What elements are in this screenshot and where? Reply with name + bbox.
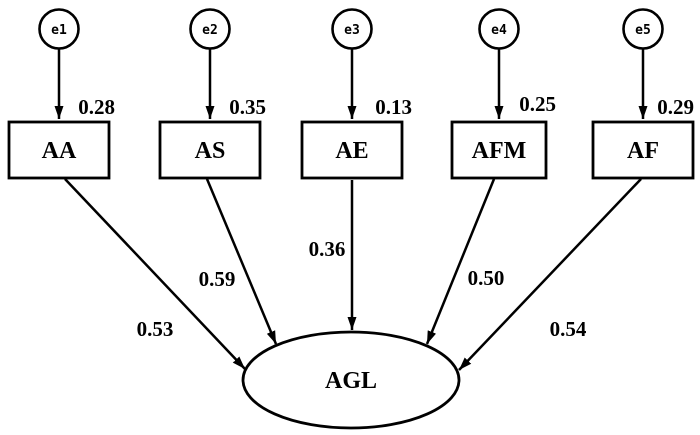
indicator-box-as — [158, 120, 262, 180]
indicator-label-af: AF — [627, 138, 659, 164]
arrow-aa-to-agl — [64, 178, 246, 370]
indicator-box-af — [591, 120, 695, 180]
error-value-afm: 0.25 — [519, 92, 556, 116]
path-value-as: 0.59 — [199, 267, 236, 291]
path-value-ae: 0.36 — [309, 237, 346, 261]
indicator-label-ae: AE — [335, 138, 368, 164]
arrow-afm-to-agl — [425, 178, 496, 345]
error-label-e5: e5 — [635, 23, 651, 38]
indicator-label-afm: AFM — [472, 138, 527, 164]
indicator-box-aa — [7, 120, 111, 180]
arrow-af-to-agl — [458, 178, 642, 371]
indicator-label-aa: AA — [42, 138, 77, 164]
error-value-af: 0.29 — [657, 95, 694, 119]
error-value-as: 0.35 — [229, 95, 266, 119]
error-label-e3: e3 — [344, 23, 360, 38]
latent-label-agl: AGL — [325, 368, 377, 394]
indicator-label-as: AS — [195, 138, 226, 164]
path-value-afm: 0.50 — [468, 266, 505, 290]
path-value-af: 0.54 — [550, 317, 587, 341]
indicator-box-afm — [450, 120, 548, 180]
error-label-e2: e2 — [202, 23, 218, 38]
indicator-box-ae — [300, 120, 404, 180]
error-value-ae: 0.13 — [375, 95, 412, 119]
arrow-as-to-agl — [205, 178, 278, 345]
error-label-e4: e4 — [491, 23, 507, 38]
path-value-aa: 0.53 — [137, 317, 174, 341]
latent-ellipse-agl — [241, 330, 461, 430]
error-label-e1: e1 — [51, 23, 67, 38]
error-value-aa: 0.28 — [78, 95, 115, 119]
